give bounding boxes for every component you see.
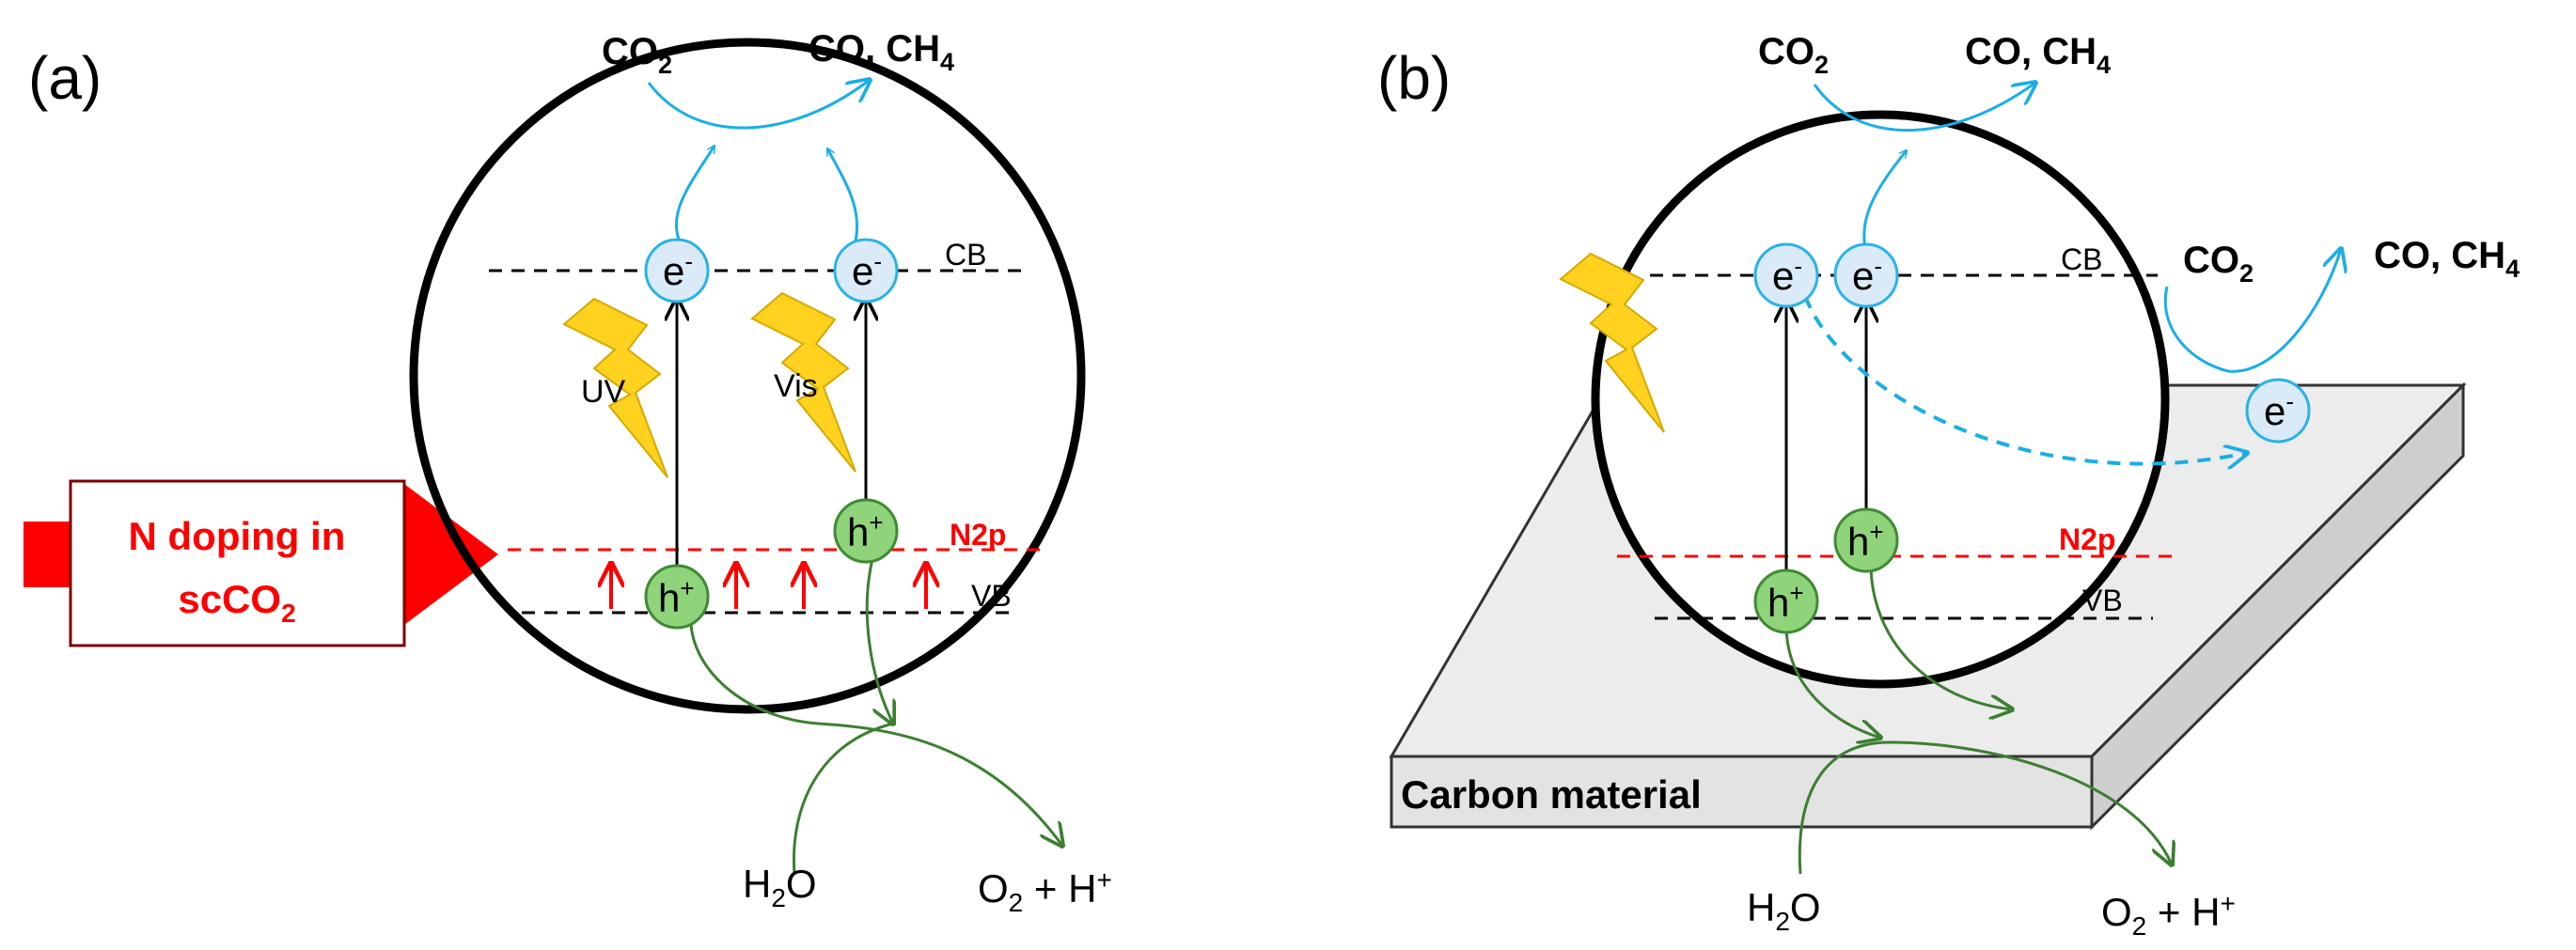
carbon-material-label: Carbon material — [1401, 772, 1702, 817]
electron-flow-a2 — [825, 148, 859, 250]
bolt-icon-vis — [750, 291, 856, 473]
electron-b1: e- — [1753, 242, 1819, 308]
svg-text:e-: e- — [1852, 252, 1882, 298]
uv-label: UV — [581, 374, 626, 410]
vis-label: Vis — [774, 368, 818, 404]
panel-a: (a) N doping in scCO2 CB N2p VB UV Vis — [24, 28, 1112, 917]
co2-reduction-arrow-b-right — [2163, 249, 2341, 373]
co2-label-b: CO2 — [1758, 31, 1829, 79]
o2-label-a: O2 + H+ — [978, 865, 1112, 917]
hole-flow-b2 — [1869, 563, 2012, 709]
n2p-label-b: N2p — [2059, 522, 2115, 556]
vb-label-b: VB — [2082, 584, 2123, 617]
o2-label-b: O2 + H+ — [2101, 889, 2236, 941]
water-oxidation-path-a — [792, 722, 894, 875]
vb-label-a: VB — [971, 579, 1012, 613]
hole-b1: h+ — [1753, 568, 1819, 634]
svg-text:e-: e- — [852, 247, 882, 293]
hole-b2: h+ — [1833, 507, 1899, 573]
n-doping-box — [69, 479, 406, 647]
electron-b-carbon: e- — [2245, 378, 2311, 444]
cb-label-a: CB — [945, 238, 986, 272]
electron-a2: e- — [833, 238, 899, 304]
particle-circle-a — [409, 38, 1086, 714]
co2-reduction-arrow-a — [647, 80, 870, 130]
products-label-a: CO, CH4 — [809, 28, 954, 76]
panel-b: (b) Carbon material CB N2p VB CO2 CO, CH… — [1377, 31, 2520, 941]
electron-a1: e- — [644, 238, 710, 304]
electron-flow-a1 — [674, 146, 715, 250]
svg-text:e-: e- — [663, 247, 693, 293]
electron-flow-b1 — [1862, 150, 1907, 253]
hole-a2: h+ — [833, 498, 899, 564]
n-doping-line1: N doping in — [129, 514, 346, 558]
svg-text:h+: h+ — [658, 574, 695, 620]
co2-label-b-right: CO2 — [2183, 240, 2254, 288]
n2p-label-a: N2p — [950, 518, 1006, 552]
products-label-b: CO, CH4 — [1965, 31, 2111, 79]
svg-text:h+: h+ — [847, 508, 884, 554]
hole-flow-a1 — [689, 624, 1062, 846]
n-doping-arrow — [24, 479, 498, 647]
co2-reduction-arrow-b — [1813, 83, 2035, 132]
svg-text:h+: h+ — [1847, 518, 1884, 564]
hole-flow-b1 — [1784, 624, 1880, 738]
panel-b-label: (b) — [1377, 44, 1451, 112]
svg-text:e-: e- — [2264, 387, 2294, 433]
h2o-label-a: H2O — [743, 862, 817, 912]
electron-b2: e- — [1833, 242, 1899, 308]
particle-circle-b — [1591, 110, 2170, 689]
electron-transfer-dashed — [1803, 295, 2247, 464]
cb-label-b: CB — [2061, 242, 2102, 276]
hole-a1: h+ — [644, 564, 710, 630]
svg-text:e-: e- — [1772, 252, 1802, 298]
bolt-icon-uv — [562, 297, 668, 478]
bolt-icon-b — [1559, 252, 1665, 433]
hole-flow-a2 — [865, 558, 893, 724]
n-doping-line2: scCO2 — [178, 577, 295, 628]
h2o-label-b: H2O — [1747, 885, 1821, 936]
co2-label-a: CO2 — [602, 31, 672, 79]
panel-a-label: (a) — [28, 44, 102, 112]
products-label-b-right: CO, CH4 — [2374, 235, 2520, 283]
svg-text:h+: h+ — [1767, 579, 1804, 625]
water-oxidation-path-b — [1798, 740, 2172, 875]
